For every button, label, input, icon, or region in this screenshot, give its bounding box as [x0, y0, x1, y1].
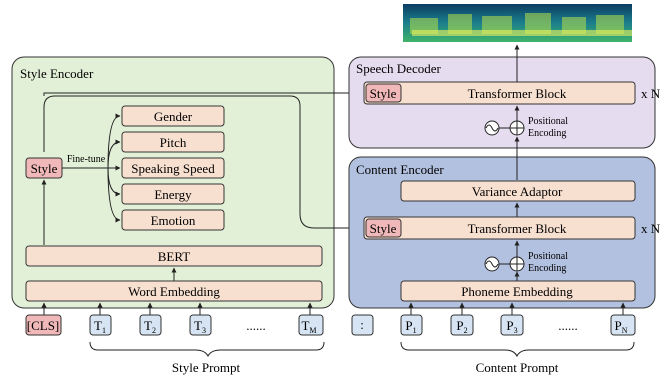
attribute-speaking-speed: Speaking Speed [121, 157, 225, 179]
style-encoder-title: Style Encoder [20, 66, 94, 81]
content-encoder-repeat: x N [641, 221, 661, 236]
speech-decoder-style-label: Style [370, 86, 397, 101]
bert-label: BERT [158, 249, 191, 264]
svg-text:Energy: Energy [154, 187, 192, 202]
speech-decoder-repeat: x N [641, 86, 661, 101]
attribute-gender: Gender [121, 105, 225, 127]
content-prompt-ellipsis: ...... [558, 318, 578, 333]
svg-text:Speaking Speed: Speaking Speed [131, 161, 215, 176]
cls-token-label: [CLS] [27, 318, 60, 333]
svg-text:Emotion: Emotion [151, 213, 196, 228]
svg-text:T2: T2 [144, 318, 156, 335]
content-encoder-title: Content Encoder [356, 162, 444, 177]
svg-text:P2: P2 [456, 318, 467, 335]
svg-text:T1: T1 [94, 318, 106, 335]
content-prompt-brace [400, 341, 635, 358]
svg-text:PN: PN [614, 318, 627, 335]
content-token-2 [450, 314, 474, 336]
attribute-energy: Energy [121, 183, 225, 205]
phoneme-embedding-block [400, 280, 636, 302]
phoneme-embedding-label: Phoneme Embedding [461, 284, 573, 299]
cls-token [25, 314, 62, 336]
content-encoder-positional-encoding: Positional Encoding [484, 251, 568, 274]
style-prompt-tokens: [CLS] T1 T2 T3 ...... TM Style Prompt [25, 302, 325, 375]
variance-adaptor-label: Variance Adaptor [472, 184, 563, 199]
content-prompt-tokens: : P1 P2 P3 ...... PN Content Prompt [351, 302, 636, 375]
svg-text:Gender: Gender [154, 109, 193, 124]
content-token-1 [400, 314, 423, 336]
mel-spectrogram [403, 4, 632, 42]
speech-decoder-title: Speech Decoder [356, 61, 441, 76]
speech-decoder-panel: Speech Decoder Style Transformer Block x… [348, 44, 661, 149]
content-token-n [610, 314, 636, 336]
word-embedding-label: Word Embedding [128, 284, 220, 299]
bert-block [25, 245, 323, 267]
content-prompt-label: Content Prompt [476, 360, 559, 375]
svg-text:Pitch: Pitch [160, 135, 187, 150]
speech-decoder-transformer-block [363, 81, 636, 105]
style-encoder-style-label: Style [31, 161, 58, 176]
speech-decoder-style-block [365, 83, 402, 103]
style-prompt-brace [89, 341, 325, 358]
sep-token [351, 314, 374, 336]
style-prompt-ellipsis: ...... [246, 318, 266, 333]
sep-token-label: : [360, 317, 364, 332]
variance-adaptor-block [400, 180, 636, 202]
attribute-emotion: Emotion [121, 209, 225, 231]
style-encoder-panel: Style Encoder Style Fine-tune Gender Pit… [11, 56, 365, 309]
svg-text:Encoding: Encoding [528, 263, 566, 274]
speech-decoder-transformer-label: Transformer Block [468, 86, 567, 101]
svg-text:TM: TM [301, 318, 316, 335]
content-encoder-panel: Content Encoder Variance Adaptor Style T… [348, 136, 661, 309]
svg-text:T3: T3 [194, 318, 206, 335]
finetune-label: Fine-tune [67, 154, 106, 165]
svg-text:Encoding: Encoding [528, 128, 566, 139]
attribute-pitch: Pitch [121, 131, 225, 153]
speech-decoder-positional-encoding: Positional Encoding [484, 116, 568, 139]
svg-text:P3: P3 [506, 318, 517, 335]
style-token-3 [189, 314, 212, 336]
content-encoder-style-label: Style [370, 221, 397, 236]
style-token-m [298, 314, 324, 336]
svg-text:Positional: Positional [528, 116, 568, 127]
style-token-2 [139, 314, 162, 336]
content-encoder-style-block [365, 218, 402, 238]
content-encoder-transformer-label: Transformer Block [468, 221, 567, 236]
content-token-3 [500, 314, 524, 336]
content-encoder-transformer-block [363, 216, 636, 240]
svg-text:Positional: Positional [528, 251, 568, 262]
svg-text:P1: P1 [405, 318, 416, 335]
style-token-1 [89, 314, 112, 336]
style-prompt-label: Style Prompt [172, 360, 241, 375]
word-embedding-block [25, 280, 323, 302]
